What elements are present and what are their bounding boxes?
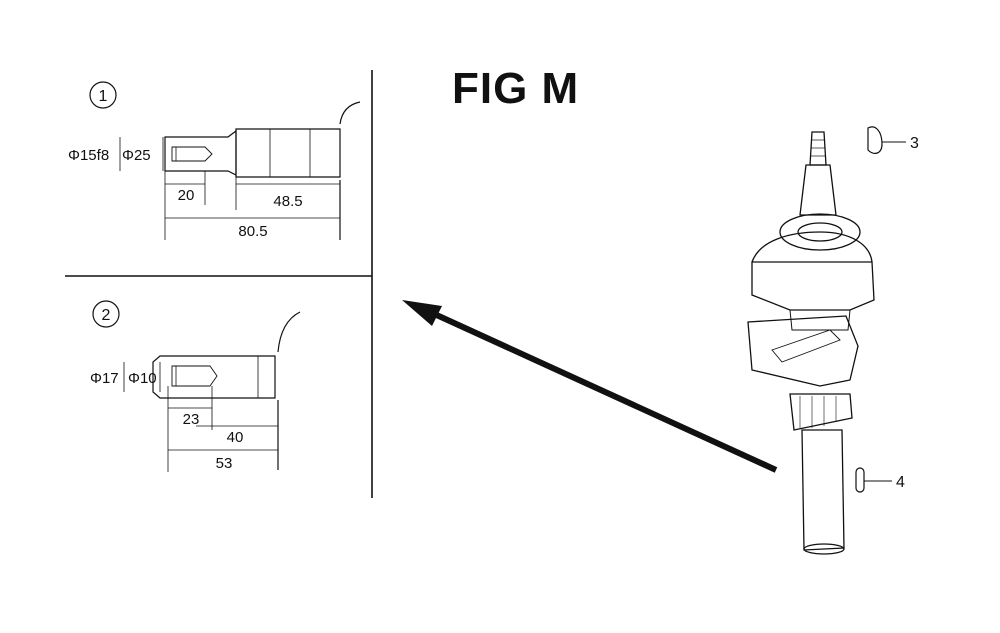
callout-4: 4 (896, 474, 905, 491)
detail-2-number-circle (92, 300, 120, 328)
detail-2-dim-short: 23 (183, 411, 200, 428)
part-4-key: 4 (855, 467, 905, 493)
detail-1-dim-total: 80.5 (238, 223, 267, 240)
detail-1-dim-mid: 48.5 (273, 193, 302, 210)
detail-1-outer-diameter: Φ15f8 (68, 147, 109, 164)
detail-1-number: 1 (99, 88, 108, 105)
detail-1-shaft-large (235, 128, 341, 178)
detail-2-dim-mid: 40 (227, 429, 244, 446)
detail-2-number: 2 (102, 307, 111, 324)
detail-2: 2 Φ17 Φ10 23 40 53 (90, 300, 301, 472)
detail-2-web-curve (277, 311, 301, 470)
detail-2-bore (171, 365, 218, 387)
detail-1-web-curve (339, 101, 361, 240)
detail-1-bore (171, 146, 213, 162)
detail-2-outer-diameter: Φ17 (90, 370, 119, 387)
detail-1-inner-diameter: Φ25 (122, 147, 151, 164)
detail-2-inner-diameter: Φ10 (128, 370, 157, 387)
detail-1: 1 Φ15f8 Φ25 20 48.5 80.5 (68, 81, 361, 240)
figure-title: FIG M (452, 64, 580, 113)
crankshaft-illustration (747, 131, 875, 555)
callout-3: 3 (910, 135, 919, 152)
pointer-arrow (402, 300, 778, 473)
detail-1-dim-short: 20 (178, 187, 195, 204)
detail-2-dim-total: 53 (216, 455, 233, 472)
detail-1-number-circle (89, 81, 117, 109)
detail-2-shaft (152, 355, 276, 399)
part-3-key: 3 (867, 126, 919, 154)
